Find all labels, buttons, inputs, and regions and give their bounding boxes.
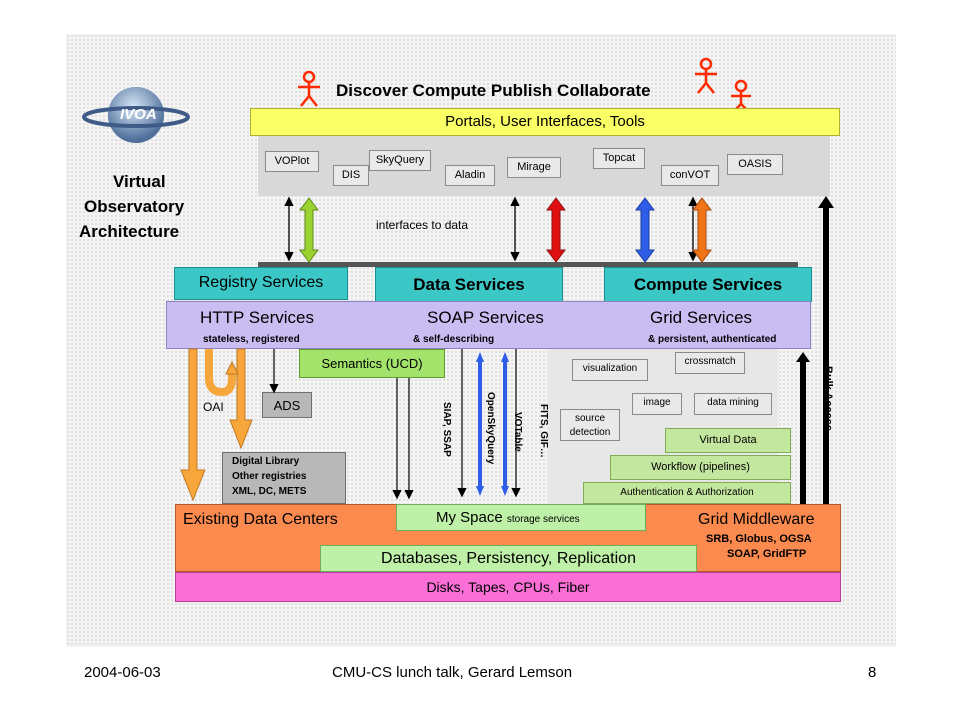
fits-label: FITS, GIF… — [538, 404, 549, 458]
down-arrow — [511, 349, 521, 498]
myspace-label: My Space storage services — [436, 509, 580, 526]
registry-services-box — [174, 267, 348, 300]
digital-library-box — [222, 452, 346, 504]
orange-double-arrow — [692, 197, 712, 263]
siap-ssap-label: SIAP, SSAP — [441, 402, 452, 457]
source-detection-line2: detection — [569, 427, 611, 438]
side-title-line3: Architecture — [79, 222, 180, 241]
interface-arrow — [284, 196, 294, 262]
logo-text: IVOA — [120, 106, 157, 123]
existing-data-centers-label: Existing Data Centers — [183, 511, 338, 528]
side-title-line2: Observatory — [84, 197, 185, 216]
down-arrow — [404, 378, 414, 500]
blue-double-arrow — [635, 197, 655, 263]
virtual-data-box: Virtual Data — [665, 428, 791, 453]
grid-middleware-item2: SOAP, GridFTP — [727, 548, 807, 560]
footer-date: 2004-06-03 — [84, 664, 161, 681]
disks-label: Disks, Tapes, CPUs, Fiber — [426, 579, 590, 595]
diagram-title: Discover Compute Publish Collaborate — [336, 81, 651, 100]
disks-band — [175, 572, 841, 602]
workflow-box: Workflow (pipelines) — [610, 455, 791, 480]
tool-oasis[interactable]: OASIS — [727, 154, 783, 175]
data-services-label: Data Services — [413, 275, 525, 294]
soap-services-label: SOAP Services — [427, 308, 544, 327]
ivoa-logo: IVOA — [82, 84, 190, 146]
blue-arrow-head — [501, 352, 509, 362]
visualization-box: visualization — [572, 359, 648, 381]
blue-arrow-head — [476, 352, 484, 362]
source-detection-line1: source — [574, 413, 605, 424]
databases-box — [320, 545, 697, 572]
myspace-box — [396, 504, 646, 531]
interface-arrow — [510, 196, 520, 262]
oai-curved-arrow — [205, 349, 236, 397]
down-arrow — [392, 378, 402, 500]
blue-arrow-head — [501, 486, 509, 496]
grid-services-sub: & persistent, authenticated — [648, 334, 777, 345]
footer-talk: CMU-CS lunch talk, Gerard Lemson — [332, 664, 573, 681]
digital-library-line2: Other registries — [232, 471, 307, 482]
person-icon — [298, 70, 320, 107]
interface-bar — [258, 262, 798, 267]
red-double-arrow — [546, 197, 566, 263]
bulk-access-arrow — [796, 196, 834, 504]
auth-box: Authentication & Authorization — [583, 482, 791, 504]
compute-services-label: Compute Services — [633, 275, 783, 294]
grid-middleware-label: Grid Middleware — [698, 511, 815, 528]
footer-page-number: 8 — [868, 664, 877, 681]
ivoa-logo-graphic — [82, 87, 190, 143]
crossmatch-box: crossmatch — [675, 352, 745, 374]
openskyquery-label: OpenSkyQuery — [485, 392, 496, 465]
grid-services-label: Grid Services — [650, 308, 753, 327]
http-services-sub: stateless, registered — [203, 334, 300, 345]
blue-arrow-head — [476, 486, 484, 496]
portals-bar — [250, 108, 840, 136]
semantics-label: Semantics (UCD) — [321, 356, 423, 371]
side-title-line1: Virtual — [113, 172, 166, 191]
registry-services-label: Registry Services — [198, 274, 324, 291]
semantics-box — [299, 349, 445, 378]
image-box: image — [632, 393, 682, 415]
soap-services-sub: & self-describing — [413, 334, 495, 345]
orange-down-arrow — [180, 348, 253, 502]
tool-topcat[interactable]: Topcat — [593, 148, 645, 169]
portals-label: Portals, User Interfaces, Tools — [445, 113, 645, 130]
ads-label: ADS — [273, 398, 301, 413]
digital-library-line1: Digital Library — [232, 456, 300, 467]
myspace-title: My Space — [436, 509, 503, 526]
tool-convot[interactable]: conVOT — [661, 165, 719, 186]
tool-mirage[interactable]: Mirage — [507, 157, 561, 178]
tool-skyquery[interactable]: SkyQuery — [369, 150, 431, 171]
oai-arrow-head — [225, 360, 239, 375]
person-icon — [695, 57, 717, 94]
data-mining-box: data mining — [694, 393, 772, 415]
interfaces-label: interfaces to data — [376, 218, 469, 232]
votable-label: VOTable — [512, 412, 523, 452]
digital-library-line3: XML, DC, METS — [232, 486, 307, 497]
tool-voplot[interactable]: VOPlot — [265, 151, 319, 172]
green-double-arrow — [299, 197, 319, 263]
oai-label: OAI — [203, 400, 224, 414]
down-arrow — [457, 349, 467, 498]
bulk-access-label: Bulk Access — [822, 366, 834, 432]
ads-box — [262, 392, 312, 418]
down-arrow — [269, 349, 279, 394]
blue-double-arrow-small — [478, 358, 507, 490]
grid-middleware-item1: SRB, Globus, OGSA — [706, 533, 812, 545]
http-services-label: HTTP Services — [200, 308, 314, 327]
protocols-band — [166, 301, 811, 349]
source-detection-box: source detection — [560, 409, 620, 441]
tool-dis[interactable]: DIS — [333, 165, 369, 186]
databases-label: Databases, Persistency, Replication — [381, 550, 636, 567]
myspace-sub: storage services — [506, 514, 580, 525]
tool-aladin[interactable]: Aladin — [445, 165, 495, 186]
